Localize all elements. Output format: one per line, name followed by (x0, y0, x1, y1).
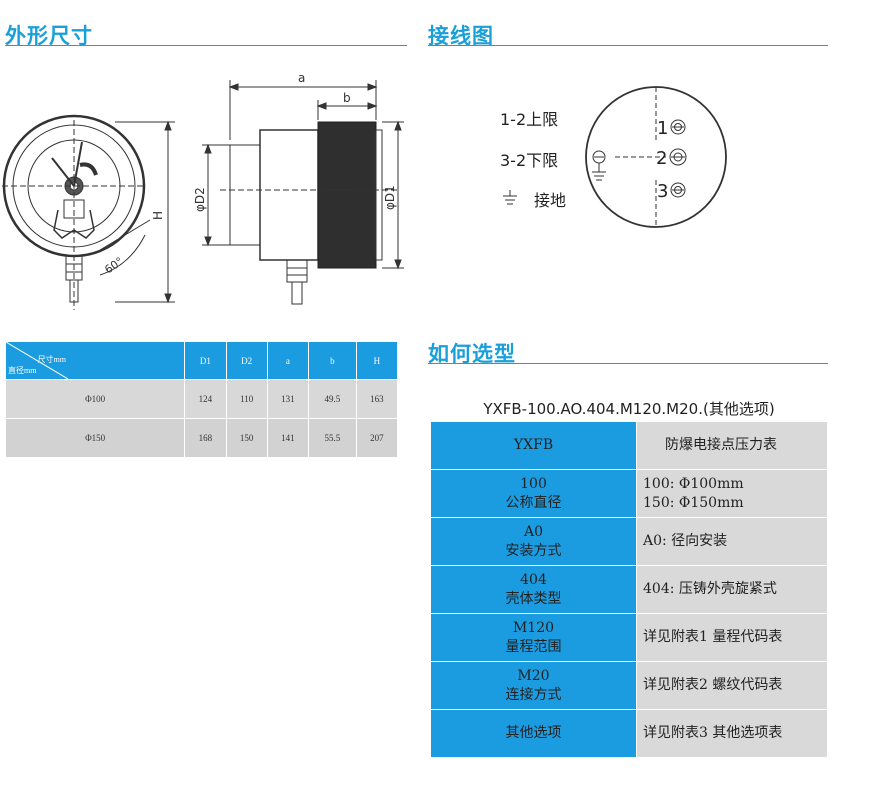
section-title-selection: 如何选型 (428, 341, 516, 366)
section-title-wiring: 接线图 (428, 23, 494, 48)
table-header-cell: b (308, 341, 357, 380)
table-cell: 110 (225, 379, 268, 419)
table-cell: 131 (266, 379, 310, 419)
table-cell: Φ100 (4, 379, 186, 419)
table-cell: 207 (355, 418, 399, 458)
corner-label-diameter: 直径mm (8, 366, 37, 375)
option-key-cell: 其他选项 (430, 709, 637, 758)
section-underline (5, 45, 407, 46)
dim-label-D2: φD2 (193, 187, 207, 212)
terminal-label-3: 3 (657, 181, 668, 202)
table-cell: 55.5 (308, 418, 357, 458)
section-underline (428, 45, 828, 46)
table-cell: 168 (184, 418, 227, 458)
wiring-label-upper: 1-2上限 (500, 110, 558, 129)
option-value-cell: A0: 径向安装 (636, 517, 828, 566)
section-underline (428, 363, 828, 364)
dim-label-b: b (343, 91, 351, 105)
option-value-cell: 详见附表3 其他选项表 (636, 709, 828, 758)
table-header-cell: a (266, 341, 310, 380)
table-header-cell: H (355, 341, 399, 380)
dim-label-a: a (298, 71, 305, 85)
option-value-cell: 404: 压铸外壳旋紧式 (636, 565, 828, 614)
section-title-dimensions: 外形尺寸 (5, 23, 93, 48)
table-row: Φ100 124 110 131 49.5 163 (4, 379, 399, 419)
table-header-cell: D1 (184, 341, 227, 380)
option-value-cell: 防爆电接点压力表 (636, 421, 828, 470)
wiring-diagram: 1-2上限 3-2下限 接地 1 2 3 (500, 86, 727, 228)
model-code-example: YXFB-100.AO.404.M120.M20.(其他选项) (483, 400, 775, 418)
table-cell: 141 (266, 418, 310, 458)
option-value-cell: 详见附表1 量程代码表 (636, 613, 828, 662)
corner-label-size: 尺寸mm (37, 355, 66, 364)
option-value-cell: 详见附表2 螺纹代码表 (636, 661, 828, 710)
terminal-label-1: 1 (657, 118, 668, 139)
dimension-table: 尺寸mm 直径mm D1 D2 a b H Φ100 124 110 131 4… (4, 341, 399, 458)
table-header-row: 尺寸mm 直径mm D1 D2 a b H (4, 341, 399, 380)
table-row: 其他选项 详见附表3 其他选项表 (430, 709, 828, 758)
table-row: Φ150 168 150 141 55.5 207 (4, 418, 399, 458)
dim-label-H: H (151, 211, 165, 220)
wiring-label-ground: 接地 (534, 191, 566, 210)
dim-label-D1: φD1 (383, 185, 397, 210)
terminal-label-2: 2 (656, 148, 667, 169)
wiring-label-lower: 3-2下限 (500, 151, 558, 170)
option-key-cell: YXFB (430, 421, 637, 470)
table-corner-header: 尺寸mm 直径mm (4, 341, 186, 380)
table-header-cell: D2 (225, 341, 268, 380)
gauge-dimension-drawing: a b H φD2 φD1 60° (2, 71, 404, 310)
table-cell: 49.5 (308, 379, 357, 419)
table-cell: 150 (225, 418, 268, 458)
table-cell: Φ150 (4, 418, 186, 458)
table-cell: 124 (184, 379, 227, 419)
table-row: YXFB 防爆电接点压力表 (430, 421, 828, 470)
table-cell: 163 (355, 379, 399, 419)
